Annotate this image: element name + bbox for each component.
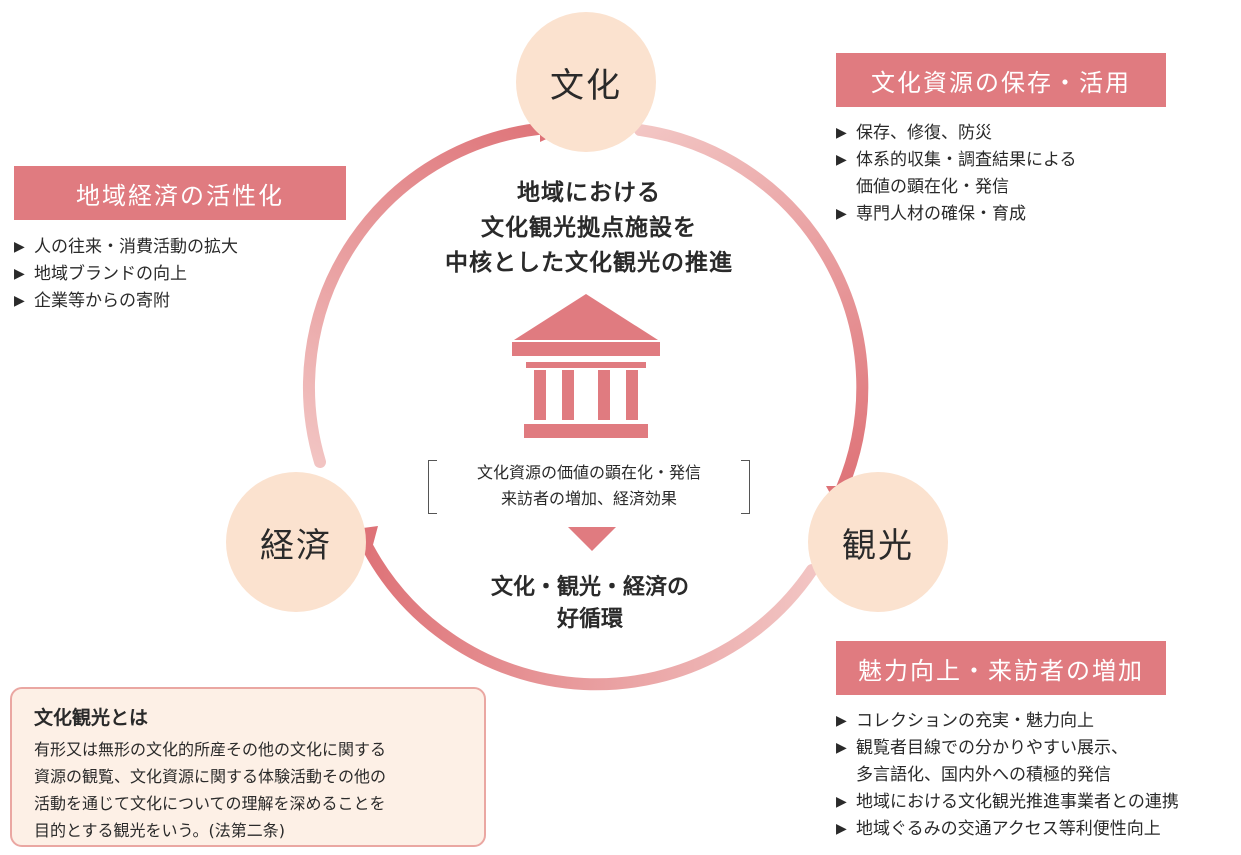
list-item-text: 地域ぐるみの交通アクセス等利便性向上 [856,819,1161,839]
node-culture: 文化 [516,12,656,152]
bullet-icon: ▶ [836,794,847,810]
list-item: ▶ 地域ブランドの向上 [14,261,238,288]
center-title-line: 地域における [517,180,661,206]
node-economy: 経済 [226,472,366,612]
preservation-list: ▶ 保存、修復、防災 ▶ 体系的収集・調査結果による 価値の顕在化・発信 ▶ 専… [836,120,1077,228]
regional-economy-list: ▶ 人の往来・消費活動の拡大 ▶ 地域ブランドの向上 ▶ 企業等からの寄附 [14,234,238,315]
definition-body: 有形又は無形の文化的所産その他の文化に関する 資源の観覧、文化資源に関する体験活… [34,736,462,844]
bullet-icon: ▶ [836,206,847,222]
arrow-tourism-to-economy [362,542,818,691]
list-item: ▶ 体系的収集・調査結果による 価値の顕在化・発信 [836,147,1077,201]
visitors-title: 魅力向上・来訪者の増加 [858,656,1144,685]
bullet-icon: ▶ [14,293,25,309]
bracket-note: 文化資源の価値の顕在化・発信 来訪者の増加、経済効果 [428,460,750,514]
bullet-icon: ▶ [836,740,847,756]
list-item-text: 多言語化、国内外への積極的発信 [856,765,1111,785]
bullet-icon: ▶ [14,239,25,255]
list-item: ▶ 保存、修復、防災 [836,120,1077,147]
arrow-culture-to-tourism [634,124,869,494]
cycle-label-line: 文化・観光・経済の [490,575,689,600]
list-item-text: 価値の顕在化・発信 [856,177,1009,197]
cycle-label: 文化・観光・経済の 好循環 [470,572,710,636]
definition-title: 文化観光とは [34,707,149,729]
visitors-list: ▶ コレクションの充実・魅力向上 ▶ 観覧者目線での分かりやすい展示、 多言語化… [836,708,1179,843]
bullet-icon: ▶ [14,266,25,282]
museum-building-icon [512,294,660,438]
list-item: ▶ 地域ぐるみの交通アクセス等利便性向上 [836,816,1179,843]
list-item-text: 地域ブランドの向上 [34,264,187,284]
preservation-title: 文化資源の保存・活用 [871,68,1131,97]
list-item-text: 体系的収集・調査結果による [856,150,1077,170]
list-item-text: 保存、修復、防災 [856,123,992,143]
definition-line: 目的とする観光をいう。(法第二条) [34,821,286,840]
definition-line: 資源の観覧、文化資源に関する体験活動その他の [34,767,387,786]
list-item-text: 観覧者目線での分かりやすい展示、 [856,738,1128,758]
list-item: ▶ 人の往来・消費活動の拡大 [14,234,238,261]
regional-economy-title: 地域経済の活性化 [76,181,284,210]
definition-box: 文化観光とは 有形又は無形の文化的所産その他の文化に関する 資源の観覧、文化資源… [10,687,486,847]
list-item: ▶ 観覧者目線での分かりやすい展示、 多言語化、国内外への積極的発信 [836,735,1179,789]
bracket-line: 来訪者の増加、経済効果 [500,489,677,508]
list-item: ▶ コレクションの充実・魅力向上 [836,708,1179,735]
node-tourism: 観光 [808,472,948,612]
down-triangle-icon [568,527,616,551]
arrow-economy-to-culture [303,122,554,468]
center-title-line: 文化観光拠点施設を [481,215,697,241]
list-item: ▶ 専門人材の確保・育成 [836,201,1077,228]
list-item: ▶ 地域における文化観光推進事業者との連携 [836,789,1179,816]
list-item-text: 地域における文化観光推進事業者との連携 [856,792,1179,812]
node-tourism-label: 観光 [842,525,914,566]
center-title: 地域における 文化観光拠点施設を 中核とした文化観光の推進 [425,176,753,281]
bullet-icon: ▶ [836,125,847,141]
list-item-text: コレクションの充実・魅力向上 [856,711,1094,731]
visitors-banner: 魅力向上・来訪者の増加 [836,641,1166,695]
bullet-icon: ▶ [836,821,847,837]
node-culture-label: 文化 [550,65,622,106]
list-item-text: 人の往来・消費活動の拡大 [34,237,238,257]
node-economy-label: 経済 [260,525,332,566]
center-title-line: 中核とした文化観光の推進 [445,250,733,276]
definition-line: 有形又は無形の文化的所産その他の文化に関する [34,740,387,759]
list-item-text: 企業等からの寄附 [34,291,170,311]
bullet-icon: ▶ [836,152,847,168]
definition-line: 活動を通じて文化についての理解を深めることを [34,794,386,813]
list-item: ▶ 企業等からの寄附 [14,288,238,315]
regional-economy-banner: 地域経済の活性化 [14,166,346,220]
bracket-line: 文化資源の価値の顕在化・発信 [476,463,701,482]
bullet-icon: ▶ [836,713,847,729]
list-item-text: 専門人材の確保・育成 [856,204,1026,224]
cycle-label-line: 好循環 [556,607,623,632]
preservation-banner: 文化資源の保存・活用 [836,53,1166,107]
